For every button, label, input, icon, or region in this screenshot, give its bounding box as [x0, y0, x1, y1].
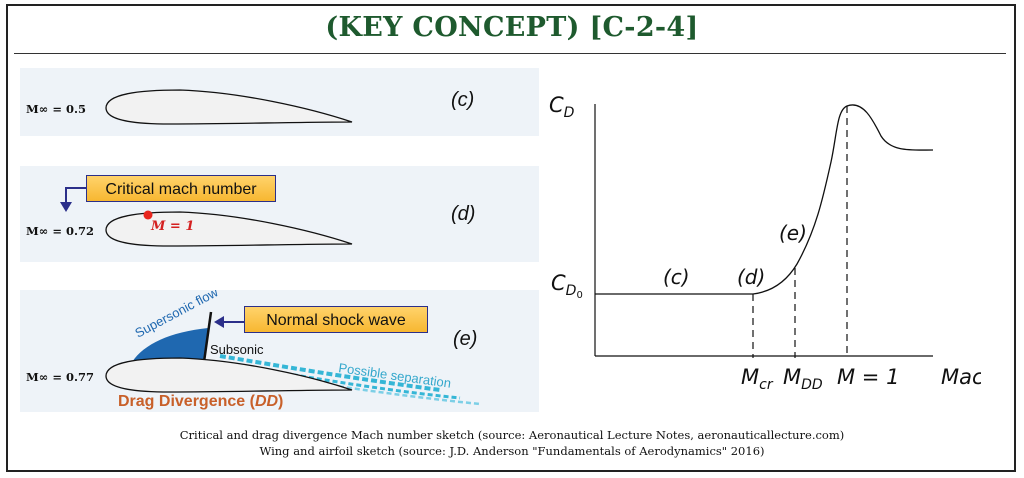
- caption-chart-source: Critical and drag divergence Mach number…: [179, 428, 845, 442]
- region-label-c: (c): [663, 265, 690, 289]
- normal-shock-callout: Normal shock wave: [244, 306, 428, 333]
- case-label-c: (c): [451, 89, 475, 111]
- airfoil-d: [105, 211, 353, 247]
- title-divider: [14, 53, 1006, 54]
- y-axis-label-sub: D: [564, 105, 575, 121]
- drag-divergence-prefix: Drag Divergence (: [118, 393, 255, 410]
- case-label-e: (e): [453, 328, 478, 350]
- mach-label-e: M∞ = 0.77: [26, 370, 94, 384]
- drag-coefficient-chart: CD CD0 (c) (d) (e) Mcr MDD M = 1 Mach: [549, 93, 997, 393]
- mach-label-c: M∞ = 0.5: [26, 102, 86, 116]
- panel-case-d: Critical mach number M = 1 M∞ = 0.72 (d): [20, 166, 539, 262]
- case-label-d: (d): [451, 203, 476, 225]
- shock-wave-line: [202, 311, 213, 363]
- drag-chart-area: CD CD0 (c) (d) (e) Mcr MDD M = 1 Mach: [541, 62, 997, 417]
- airfoil-e-graphic: Supersonic flow Possible separation: [105, 290, 481, 406]
- shock-arrow-head: [214, 316, 224, 328]
- separation-label: Possible separation: [338, 360, 452, 391]
- separation-label-text: Possible separation: [338, 360, 452, 391]
- cd0-label-main: C: [551, 271, 566, 295]
- x-axis-label: Mach: [941, 365, 981, 389]
- drag-curve: [595, 104, 934, 295]
- critical-mach-callout: Critical mach number: [86, 175, 276, 202]
- mdd-label-main: M: [783, 365, 801, 389]
- mcr-label-main: M: [741, 365, 759, 389]
- page-title: (KEY CONCEPT) [C-2-4]: [325, 12, 699, 43]
- critical-arrow-head: [60, 202, 72, 212]
- cd0-label-sub: D: [566, 283, 577, 299]
- region-label-e: (e): [779, 221, 807, 245]
- mach-label-d: M∞ = 0.72: [26, 224, 94, 238]
- mcr-label: Mcr: [741, 365, 774, 393]
- sonic-point-label: M = 1: [151, 219, 195, 234]
- supersonic-region: [132, 328, 208, 362]
- airfoil-e: [105, 357, 353, 393]
- caption-airfoil-source: Wing and airfoil sketch (source: J.D. An…: [259, 444, 765, 458]
- region-label-d: (d): [737, 265, 765, 289]
- drag-divergence-label: Drag Divergence (DD): [118, 393, 283, 411]
- sonic-point: [143, 210, 153, 220]
- mcr-label-sub: cr: [759, 377, 774, 393]
- y-axis-label: CD: [549, 93, 575, 121]
- mdd-label-sub: DD: [801, 377, 823, 393]
- mdd-label: MDD: [783, 365, 823, 393]
- airfoil-d-graphic: [60, 187, 353, 247]
- airfoil-c-graphic: [105, 89, 353, 125]
- panel-case-e: Supersonic flow Possible separation Norm…: [20, 290, 539, 412]
- drag-divergence-abbr: DD: [254, 393, 279, 410]
- separation-wake-1: [219, 354, 441, 392]
- cd0-label-subsub: 0: [576, 290, 582, 301]
- critical-arrow-line: [65, 187, 86, 204]
- panel-case-c: M∞ = 0.5 (c): [20, 68, 539, 136]
- cd0-label: CD0: [551, 271, 583, 301]
- subsonic-label: Subsonic: [210, 342, 264, 357]
- drag-divergence-suffix: ): [278, 393, 284, 410]
- m1-label: M = 1: [837, 365, 899, 389]
- airfoil-c: [105, 89, 353, 125]
- separation-wake-3: [259, 372, 481, 406]
- y-axis-label-main: C: [549, 93, 564, 117]
